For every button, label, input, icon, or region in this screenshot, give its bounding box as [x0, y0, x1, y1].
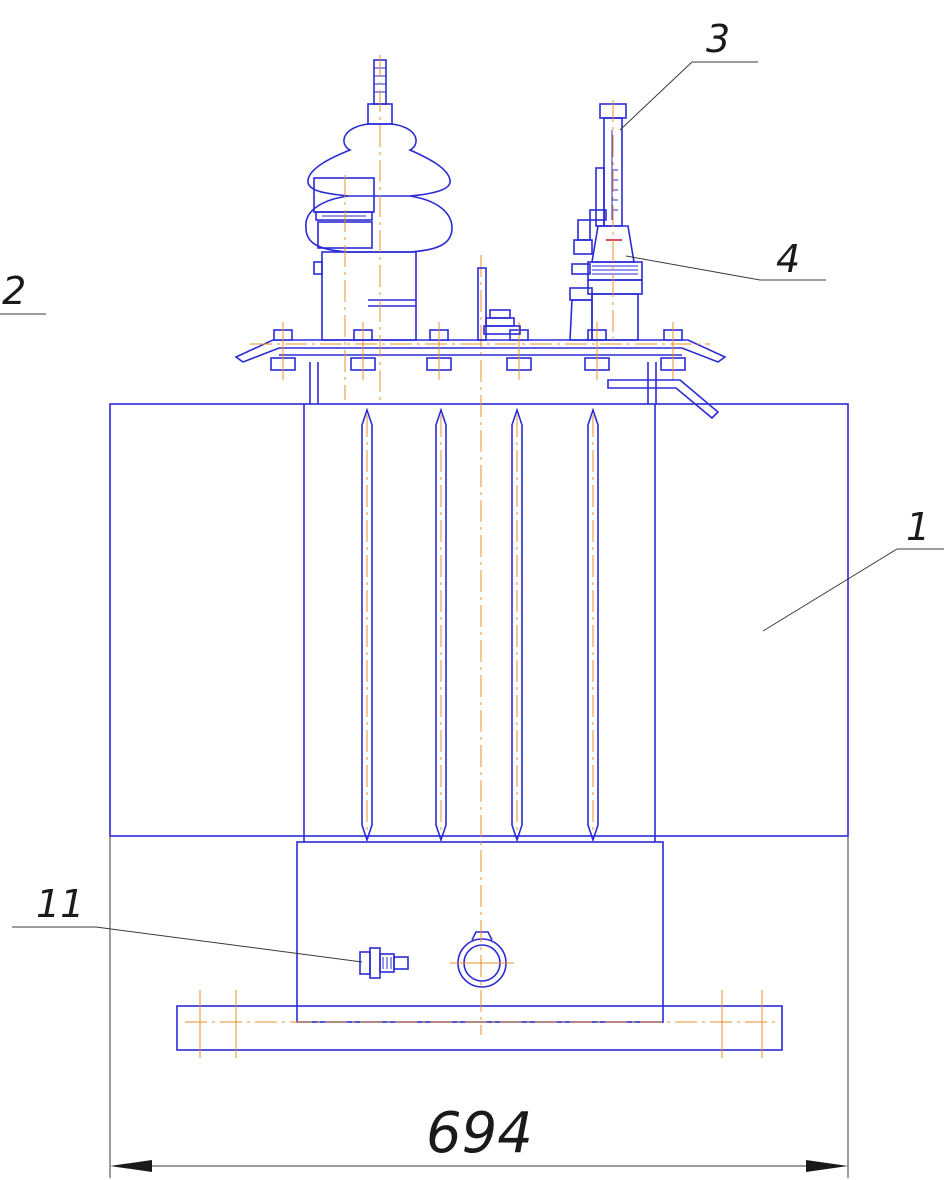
skid-outline — [176, 1005, 783, 1051]
callout-1: 1 — [762, 505, 944, 632]
cover-bolts — [270, 322, 686, 380]
lower-box — [296, 836, 664, 1023]
fin-1 — [361, 407, 373, 843]
callout-11: 11 — [12, 882, 363, 963]
fin-3 — [511, 407, 523, 843]
fin-4 — [587, 407, 599, 843]
center-bracket — [477, 267, 521, 341]
tank-outline — [109, 403, 849, 837]
cooling-fins — [361, 407, 599, 843]
ground-bolt — [359, 947, 409, 979]
base-skid — [176, 990, 783, 1058]
callout-11-label: 11 — [36, 882, 84, 926]
gauge-assembly — [569, 100, 643, 345]
callout-3: 3 — [619, 17, 758, 131]
callout-4: 4 — [625, 237, 826, 281]
tank-body — [109, 403, 849, 837]
overall-width-dimension: 694 — [109, 836, 849, 1178]
fin-2 — [435, 407, 447, 843]
dimension-value: 694 — [426, 1101, 533, 1166]
callout-12: 12 — [0, 269, 46, 315]
drain-port — [450, 931, 514, 988]
hv-bushing — [305, 55, 453, 400]
callout-12-label: 12 — [0, 269, 26, 313]
callout-1-label: 1 — [906, 505, 930, 549]
callout-3-label: 3 — [706, 17, 730, 61]
callout-4-label: 4 — [776, 237, 800, 281]
side-pipe — [607, 379, 720, 420]
